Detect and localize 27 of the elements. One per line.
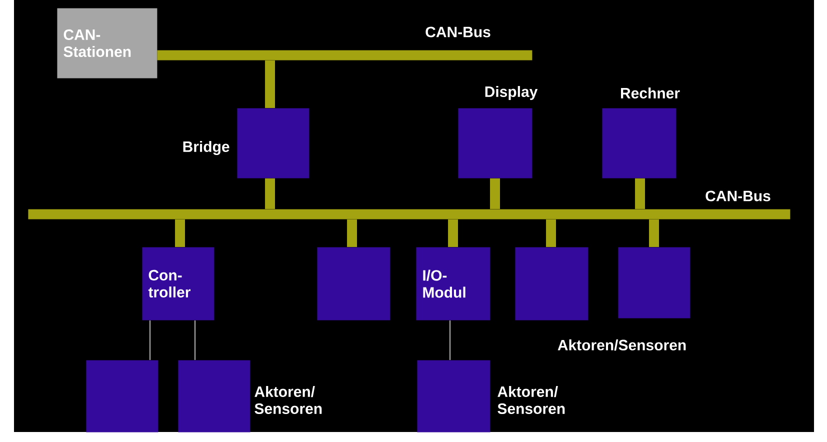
module-box	[317, 247, 390, 320]
box-label: Rechner	[621, 88, 680, 98]
bus-stub	[265, 178, 275, 209]
bus-stub	[546, 219, 556, 247]
connector-line	[194, 320, 196, 360]
bus-stub	[265, 60, 275, 108]
bus-stub	[649, 219, 659, 247]
module-box	[86, 360, 158, 432]
connector-line	[449, 320, 451, 360]
group-label: Aktoren/Sensoren	[558, 339, 686, 351]
bus-label: CAN-Bus	[426, 26, 490, 38]
bus-label: CAN-Bus	[706, 190, 770, 202]
box-label: Display	[485, 86, 538, 100]
bus-stub	[490, 178, 500, 209]
box-label: Bridge	[183, 140, 230, 156]
module-box: I/O- Modul	[416, 247, 490, 320]
box-label: Aktoren/ Sensoren	[254, 386, 322, 414]
module-box: Con- troller	[142, 247, 214, 320]
bus-stub	[175, 219, 185, 247]
station-box: CAN- Stationen	[57, 8, 158, 78]
box-label: Aktoren/ Sensoren	[498, 386, 565, 414]
module-box	[515, 247, 588, 320]
module-box	[618, 247, 690, 318]
connector-line	[149, 320, 151, 360]
bus-stub	[448, 219, 458, 247]
bus-stub	[347, 219, 357, 247]
bus-stub	[635, 178, 645, 209]
